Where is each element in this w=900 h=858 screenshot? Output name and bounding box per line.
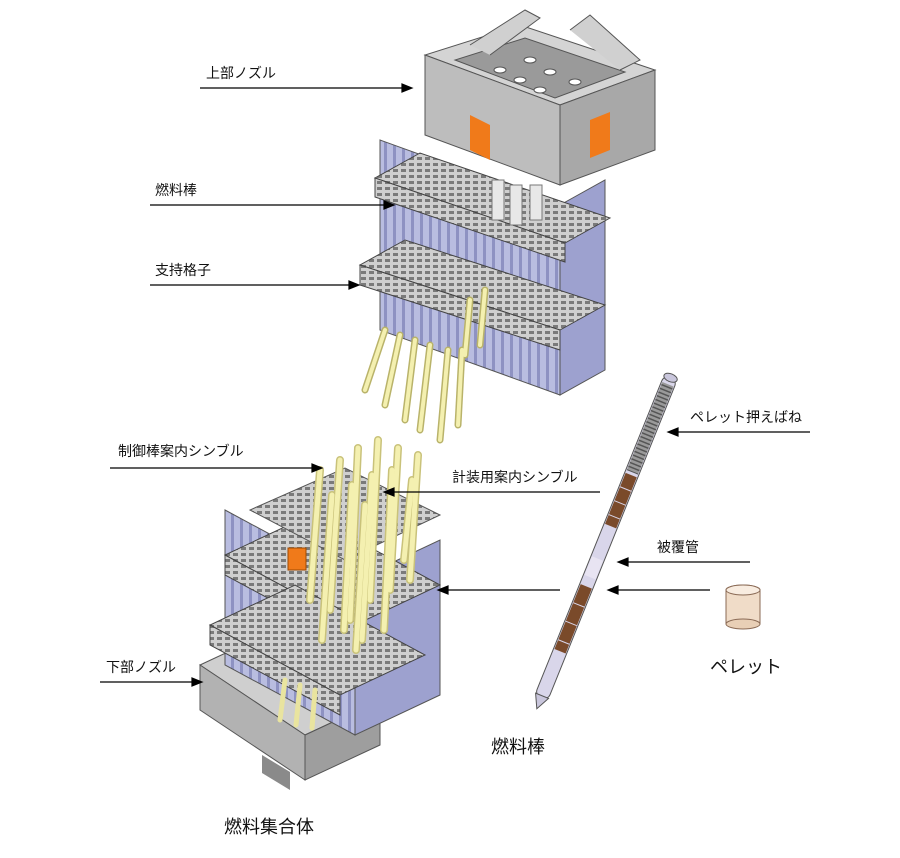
label-pellet-hold-spring: ペレット押えばね (690, 410, 802, 426)
caption-pellet: ペレット (710, 657, 782, 678)
lower-assembly (198, 436, 442, 790)
single-fuel-rod (535, 372, 678, 710)
caption-fuel-rod: 燃料棒 (491, 737, 545, 758)
label-support-grid: 支持格子 (155, 263, 211, 279)
label-lower-nozzle: 下部ノズル (106, 660, 176, 676)
upper-nozzle (423, 9, 657, 226)
label-fuel-rod: 燃料棒 (155, 183, 197, 199)
upper-assembly (358, 9, 657, 444)
pellet (725, 584, 761, 630)
label-instrumentation-guide-thimble: 計装用案内シンブル (452, 470, 578, 486)
label-upper-nozzle: 上部ノズル (206, 66, 276, 82)
label-cladding-tube: 被覆管 (657, 540, 699, 556)
label-control-rod-guide-thimble: 制御棒案内シンブル (118, 444, 244, 460)
caption-fuel-assembly: 燃料集合体 (224, 817, 314, 838)
leader-lines (100, 83, 810, 687)
